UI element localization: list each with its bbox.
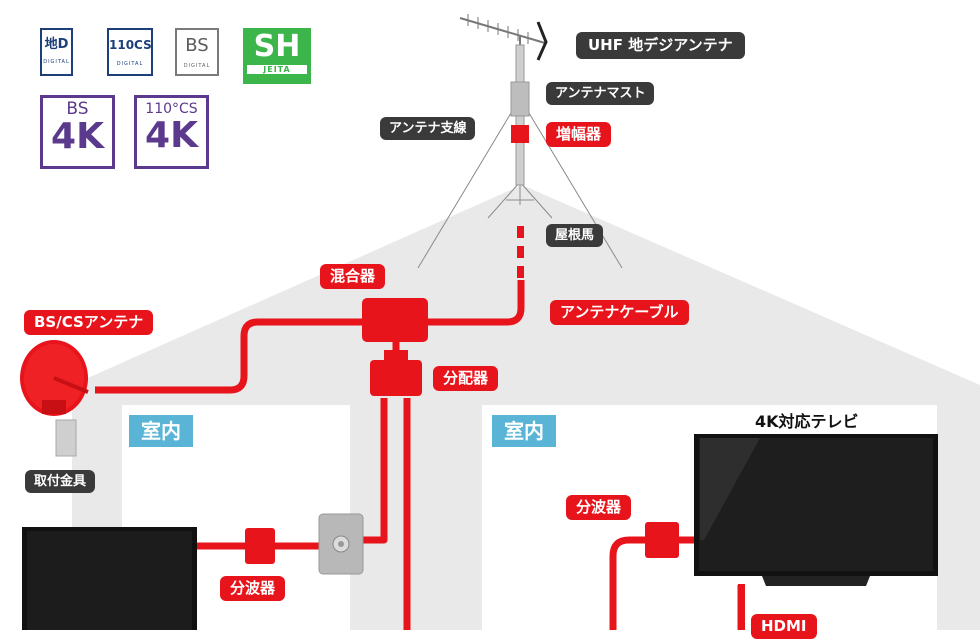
sh-jeita-logo: SH JEITA <box>243 28 311 84</box>
bs-cs-antenna-label: BS/CSアンテナ <box>24 310 154 335</box>
room-left-label: 室内 <box>129 415 193 447</box>
distributor-unit <box>370 360 422 396</box>
tv-left-icon <box>22 527 197 630</box>
antenna-cable-label: アンテナケーブル <box>550 300 689 325</box>
110cs-digital-logo: 110CS DIGITAL <box>107 28 153 76</box>
distributor-label: 分配器 <box>433 366 499 391</box>
splitter-right-unit <box>645 522 679 558</box>
bs-4k-logo: BS 4K <box>40 95 115 169</box>
splitter-left-label: 分波器 <box>220 576 286 601</box>
splitter-right-label: 分波器 <box>566 495 632 520</box>
antenna-guy-wires <box>417 97 623 269</box>
bs-digital-logo: BS DIGITAL <box>175 28 219 76</box>
antenna-guy-wire-label: アンテナ支線 <box>380 117 476 140</box>
bs-cs-dish-icon <box>20 340 89 457</box>
hdmi-cable <box>738 584 745 630</box>
mount-bracket-label: 取付金具 <box>25 470 96 493</box>
mast-clamp <box>510 81 530 117</box>
distributor-top <box>384 350 408 362</box>
amplifier-unit <box>511 125 529 143</box>
amplifier-label: 増幅器 <box>546 122 612 147</box>
roof-mount-label: 屋根馬 <box>546 224 604 247</box>
hdmi-label: HDMI <box>751 614 817 639</box>
tv-4k-title: 4K対応テレビ <box>755 412 859 431</box>
antenna-cable-dashes <box>517 226 524 278</box>
tv-4k-icon <box>694 434 938 586</box>
mixer-unit <box>362 298 428 342</box>
uhf-antenna-icon <box>459 14 548 61</box>
terrestrial-digital-logo: 地D DIGITAL <box>40 28 73 76</box>
110cs-4k-logo: 110°CS 4K <box>134 95 209 169</box>
antenna-mast-label: アンテナマスト <box>546 82 655 105</box>
uhf-antenna-label: UHF 地デジアンテナ <box>576 32 745 59</box>
splitter-left-unit <box>245 528 275 564</box>
room-right-label: 室内 <box>492 415 556 447</box>
mixer-label: 混合器 <box>320 264 386 289</box>
